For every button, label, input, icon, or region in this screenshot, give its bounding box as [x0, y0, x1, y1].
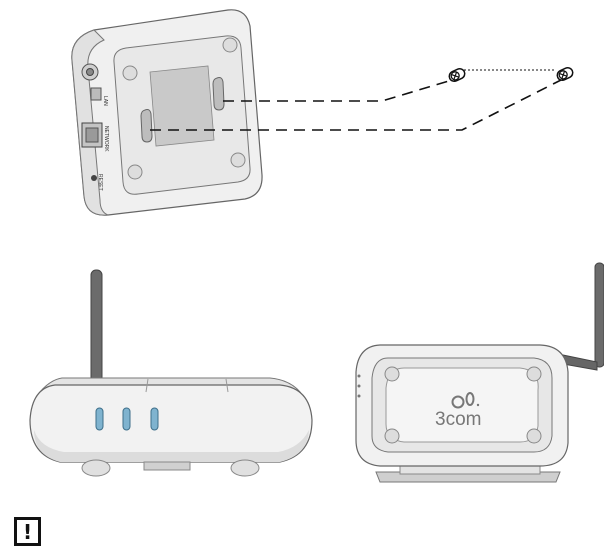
foot	[527, 429, 541, 443]
reset-button	[91, 175, 97, 181]
port-label-reset: RESET	[97, 174, 103, 191]
wall-mount-view: LAN NETWORK RESET	[72, 10, 575, 215]
device-front-body	[30, 385, 312, 462]
status-led	[123, 408, 130, 430]
foot	[527, 367, 541, 381]
warning-icon: !	[14, 517, 41, 546]
port-label-network: NETWORK	[103, 126, 109, 152]
horizontal-desktop-view	[30, 270, 312, 476]
foot	[123, 66, 137, 80]
status-led	[96, 408, 103, 430]
rear-label	[150, 66, 214, 146]
keyhole-slot	[213, 78, 224, 111]
foot	[223, 38, 237, 52]
foot	[385, 429, 399, 443]
foot	[385, 367, 399, 381]
lan-port	[91, 88, 101, 100]
status-led	[151, 408, 158, 430]
vertical-stand-view: 3com	[356, 263, 604, 482]
foot	[231, 460, 259, 476]
alignment-line-upper	[223, 80, 452, 101]
port-label-lan: LAN	[102, 96, 108, 106]
keyhole-slot	[141, 110, 152, 143]
antenna	[91, 270, 102, 382]
screw-icon	[448, 67, 467, 83]
foot	[231, 153, 245, 167]
brand-name: 3com	[435, 409, 481, 430]
foot	[128, 165, 142, 179]
antenna	[595, 263, 604, 367]
foot	[82, 460, 110, 476]
screw-icon	[556, 66, 575, 82]
